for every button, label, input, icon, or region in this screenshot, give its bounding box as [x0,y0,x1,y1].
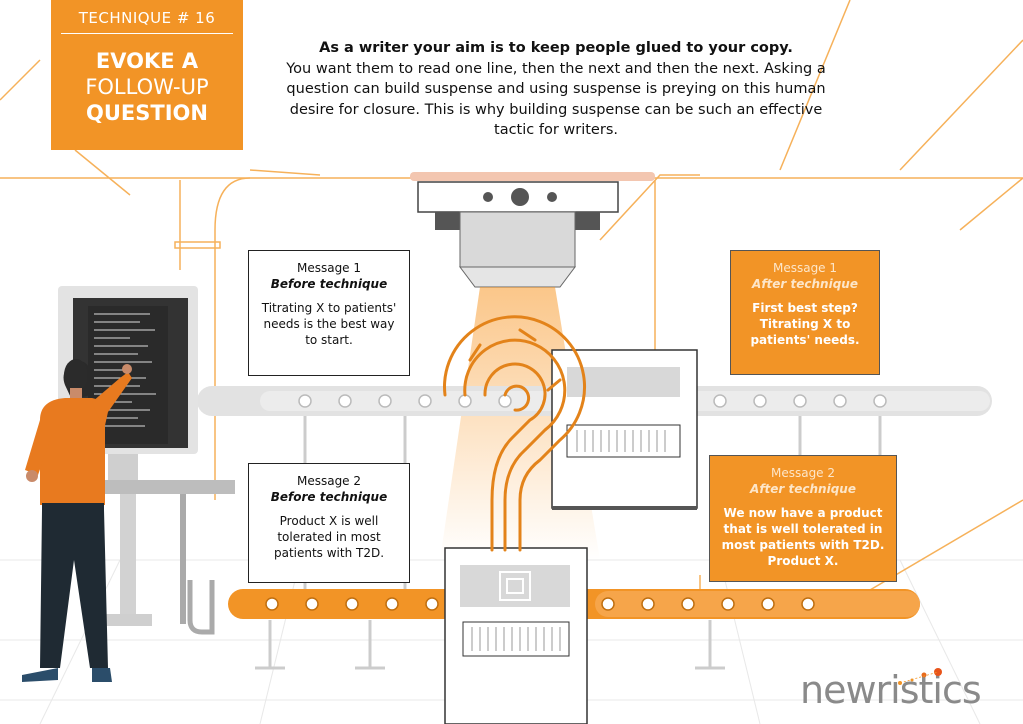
logo-dots-icon [898,668,942,685]
badge-title-line-1: EVOKE A [95,49,199,73]
message-subtitle: After technique [752,277,858,291]
message-body: We now have a product that is well toler… [721,506,885,568]
technique-badge: TECHNIQUE # 16 EVOKE A FOLLOW-UP QUESTIO… [51,0,243,150]
message-2-before-card: Message 2 Before technique Product X is … [248,463,410,583]
message-title: Message 2 [296,474,362,488]
badge-title-line-2: FOLLOW-UP [85,75,209,99]
message-1-after-card: Message 1 After technique First best ste… [730,250,880,375]
intro-paragraph: As a writer your aim is to keep people g… [282,38,830,141]
intro-lead: As a writer your aim is to keep people g… [319,40,793,56]
badge-title-line-3: QUESTION [86,101,208,125]
message-2-after-card: Message 2 After technique We now have a … [709,455,897,582]
message-subtitle: After technique [750,482,856,496]
message-title: Message 1 [772,261,838,275]
message-subtitle: Before technique [270,490,388,504]
person-figure [22,359,132,682]
message-subtitle: Before technique [270,277,388,291]
message-title: Message 2 [770,466,836,480]
newristics-logo: newristics [800,668,982,712]
badge-divider [61,33,233,34]
message-1-before-card: Message 1 Before technique Titrating X t… [248,250,410,376]
technique-number: TECHNIQUE # 16 [78,9,216,27]
message-body: First best step? Titrating X to patients… [750,301,860,347]
intro-body: You want them to read one line, then the… [286,60,826,139]
message-body: Titrating X to patients' needs is the be… [261,301,397,347]
question-mark-maze-icon [443,315,587,552]
message-body: Product X is well tolerated in most pati… [273,514,385,560]
message-title: Message 1 [296,261,362,275]
